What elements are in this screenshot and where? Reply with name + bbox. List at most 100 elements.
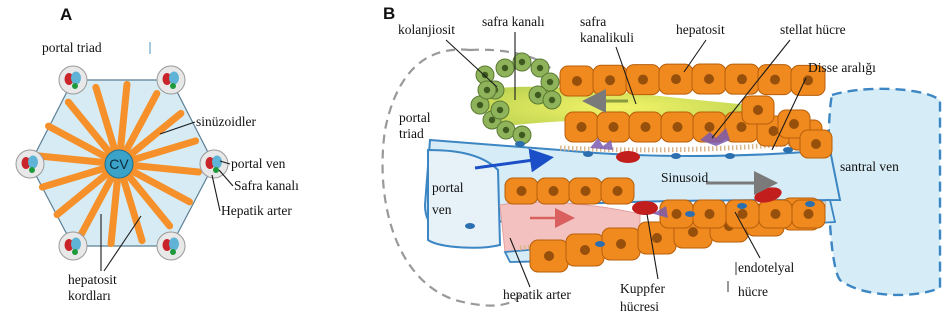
hepatocyte-nucleus	[737, 122, 747, 132]
bile-duct-dot	[213, 167, 219, 173]
hepatocyte-nucleus	[581, 186, 591, 196]
hepatocyte-cell	[759, 200, 792, 228]
hepatocyte-nucleus	[811, 139, 821, 149]
kupffer-cell-2	[632, 201, 658, 215]
portal-triad	[200, 150, 228, 178]
cholangiocyte-nucleus	[497, 107, 503, 113]
hepatocyte-cell	[742, 96, 774, 124]
endothelial-nucleus	[465, 223, 475, 229]
cholangiocyte-cell	[497, 121, 515, 139]
label-portal-triad: portal triad	[42, 40, 102, 55]
label-central-vein: santral ven	[840, 159, 899, 174]
endothelial-nucleus	[515, 141, 525, 147]
cholangiocyte-nucleus	[502, 65, 508, 71]
label-portal-triad-b-2: triad	[399, 126, 424, 141]
label-portal-vein-b-2: ven	[432, 202, 452, 217]
hepatocyte-nucleus	[652, 233, 662, 243]
label-hepatocyte: hepatosit	[676, 22, 725, 37]
hepatocyte-nucleus	[705, 122, 715, 132]
portal-triad	[59, 66, 87, 94]
cholangiocyte-nucleus	[547, 79, 553, 85]
kupffer-cell-1	[616, 151, 640, 163]
label-portal-vein-b-1: portal	[432, 180, 464, 195]
hepatocyte-nucleus	[641, 122, 651, 132]
hepatocyte-nucleus	[737, 74, 747, 84]
bile-duct-dot	[72, 249, 78, 255]
label-stellate-cell: stellat hücre	[780, 22, 846, 37]
hepatocyte-nucleus	[613, 186, 623, 196]
hepatocyte-cell	[597, 112, 630, 142]
hepatocyte-nucleus	[738, 209, 748, 219]
label-hepatocyte-cords-2: kordları	[68, 288, 111, 303]
bile-duct-dot	[72, 83, 78, 89]
portal-triad	[157, 66, 185, 94]
hepatocyte-cell	[601, 178, 634, 204]
endothelial-nucleus	[583, 151, 593, 157]
cholangiocyte-nucleus	[503, 127, 509, 133]
leader-hepatic-artery-a	[212, 175, 220, 211]
label-sinusoids: sinüzoidler	[196, 114, 256, 129]
hepatocyte-cell	[800, 130, 832, 158]
hepatocyte-nucleus	[638, 75, 648, 85]
label-space-of-disse: Disse aralığı	[808, 60, 876, 75]
hepatocyte-nucleus	[616, 239, 626, 249]
endothelial-nucleus	[737, 203, 747, 209]
portal-triad	[157, 232, 185, 260]
hepatocyte-cell	[505, 178, 538, 204]
label-bile-duct-a: Safra kanalı	[234, 178, 299, 193]
label-portal-vein-a: portal ven	[231, 156, 286, 171]
label-bile-duct-b: safra kanalı	[482, 14, 545, 29]
label-bile-canaliculus-1: safra	[580, 14, 606, 29]
hepatocyte-nucleus	[577, 122, 587, 132]
hepatocyte-cell	[692, 64, 726, 94]
hepatocyte-nucleus	[605, 75, 615, 85]
hepatocyte-nucleus	[609, 122, 619, 132]
cholangiocyte-nucleus	[519, 59, 525, 65]
label-kupffer-2: hücresi	[620, 299, 659, 314]
hepatocyte-cell	[629, 112, 662, 142]
hepatocyte-nucleus	[672, 209, 682, 219]
endothelial-nucleus	[805, 201, 815, 207]
hepatocyte-nucleus	[671, 74, 681, 84]
cholangiocyte-nucleus	[489, 117, 495, 123]
hepatocyte-nucleus	[753, 105, 763, 115]
label-kupffer-1: Kuppfer	[620, 281, 665, 296]
label-sinusoid: Sinusoid	[661, 170, 709, 185]
hepatocyte-cell	[725, 64, 759, 94]
leader-bile-duct-a	[219, 170, 233, 186]
cholangiocyte-nucleus	[535, 92, 541, 98]
hepatocyte-cell	[566, 234, 604, 266]
portal-vein-dot	[71, 72, 81, 85]
cholangiocyte-cell	[543, 91, 561, 109]
hepatocyte-nucleus	[580, 245, 590, 255]
hepatocyte-nucleus	[789, 119, 799, 129]
hepatocyte-nucleus	[549, 186, 559, 196]
cholangiocyte-nucleus	[519, 132, 525, 138]
hepatocyte-nucleus	[673, 122, 683, 132]
label-bile-canaliculus-2: kanalikuli	[580, 30, 634, 45]
label-hepatocyte-cords-1: hepatosit	[68, 272, 117, 287]
label-hepatic-artery-a: Hepatik arter	[221, 203, 292, 218]
portal-vein-dot	[28, 156, 38, 169]
label-endothelial-1: endotelyal	[738, 260, 794, 275]
central-vein-region	[828, 89, 940, 295]
hepatocyte-nucleus	[770, 75, 780, 85]
endothelial-nucleus	[725, 153, 735, 159]
hepatocyte-nucleus	[517, 186, 527, 196]
bile-duct-dot	[170, 249, 176, 255]
hepatocyte-nucleus	[771, 209, 781, 219]
panel-a-letter: A	[60, 5, 72, 24]
hepatocyte-cell	[661, 112, 694, 142]
hepatocyte-nucleus	[769, 126, 779, 136]
hepatocyte-nucleus	[544, 251, 554, 261]
endothelial-nucleus	[685, 211, 695, 217]
label-endothelial-2: hücre	[738, 284, 768, 299]
cholangiocyte-cell	[513, 53, 531, 71]
cholangiocyte-nucleus	[537, 65, 543, 71]
endothelial-nucleus	[671, 153, 681, 159]
hepatocyte-cell	[758, 65, 792, 95]
bile-duct-dot	[29, 167, 35, 173]
label-cholangiocyte: kolanjiosit	[398, 22, 455, 37]
